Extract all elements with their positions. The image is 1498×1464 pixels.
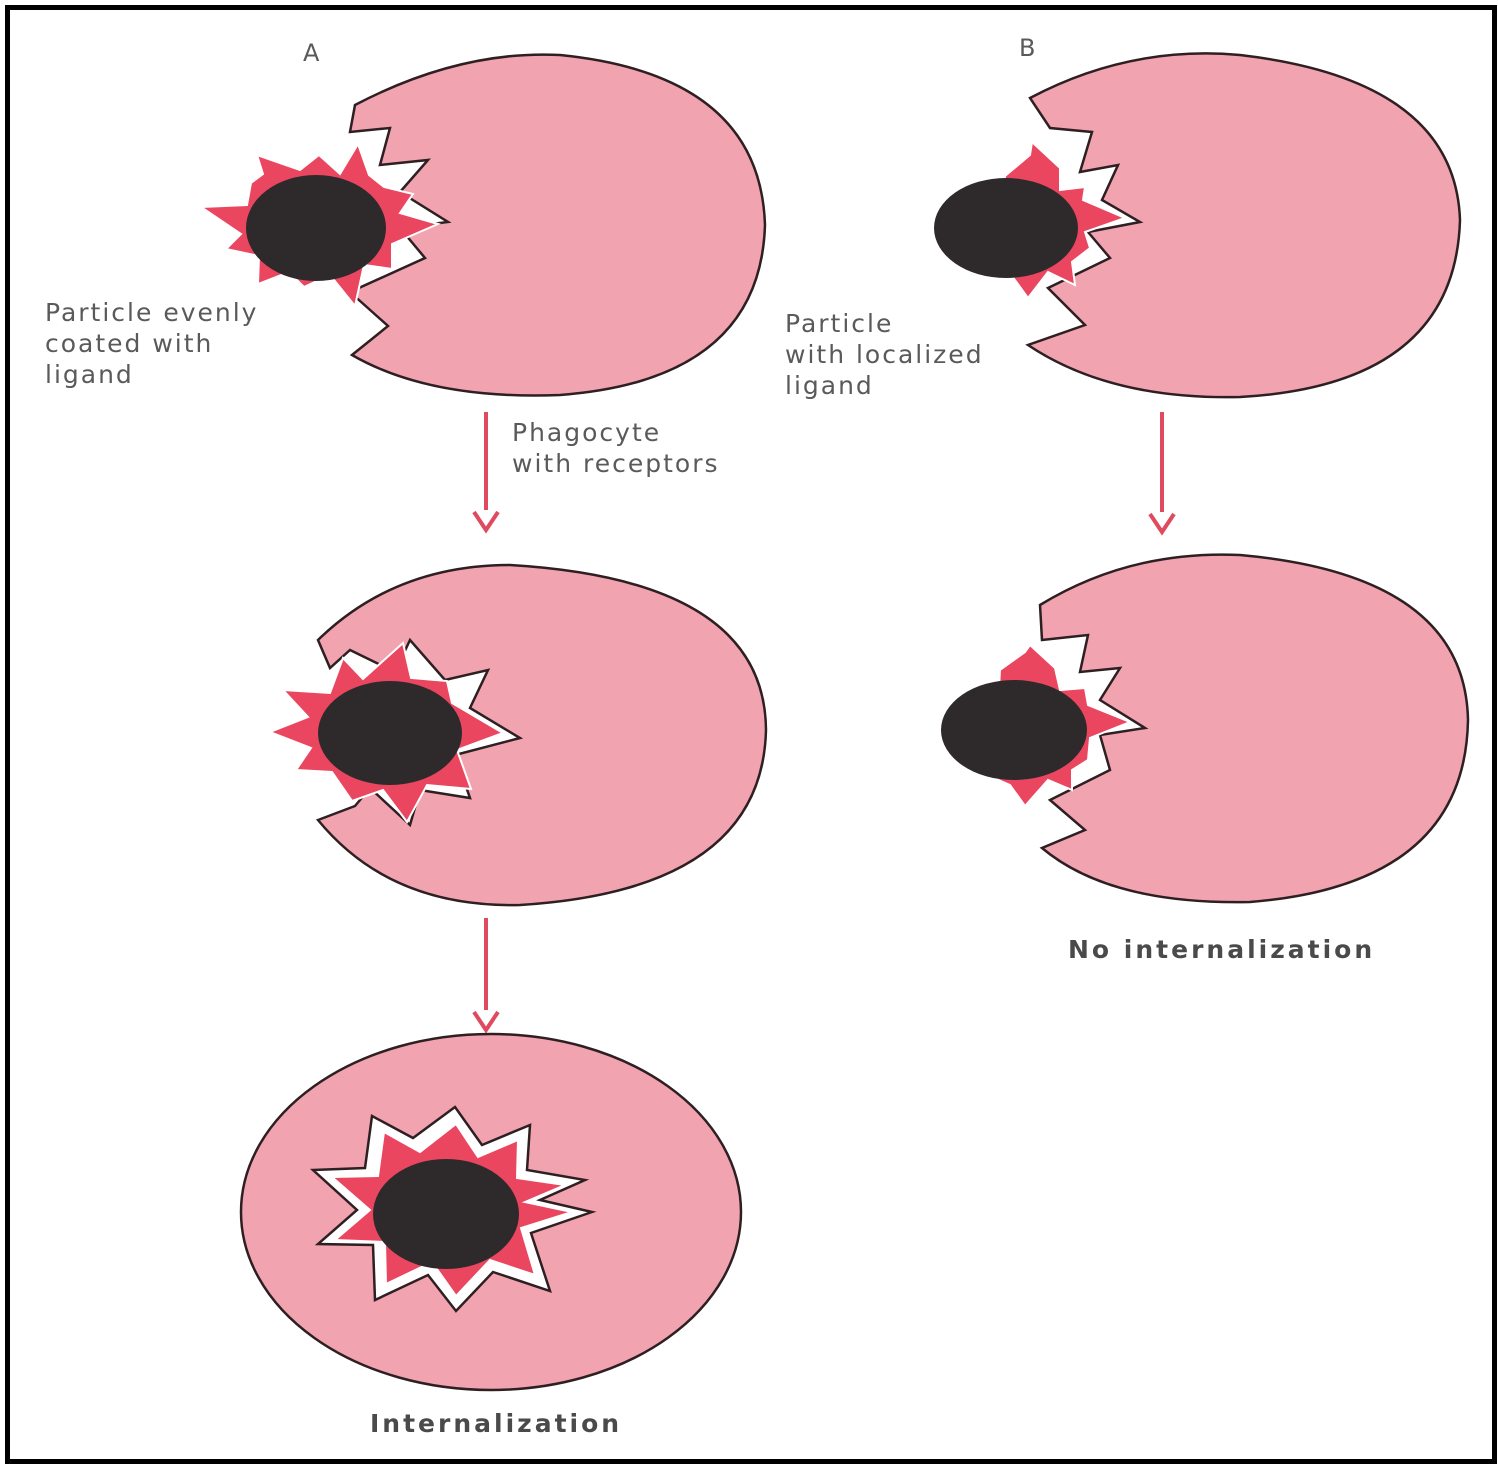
label-line: with receptors xyxy=(512,449,720,478)
phagocyte-cell xyxy=(347,53,767,397)
particle xyxy=(246,175,386,281)
no-internalization-caption: No internalization xyxy=(1068,935,1376,964)
label-line: Phagocyte xyxy=(512,418,662,447)
panel-a-letter: A xyxy=(303,39,322,67)
particle xyxy=(941,680,1087,780)
phagocyte-cell xyxy=(1025,52,1462,399)
panel-a-stage-2 xyxy=(267,563,768,907)
label-line: coated with xyxy=(45,329,214,358)
panel-b-stage-1 xyxy=(934,52,1462,399)
panel-a-stage-3 xyxy=(239,1032,743,1392)
label-line: Particle xyxy=(785,309,894,338)
particle-evenly-coated-label: Particle evenly coated with ligand xyxy=(45,297,258,390)
label-line: with localized xyxy=(785,340,984,369)
phagocyte-cell xyxy=(1038,553,1470,904)
particle-localized-label: Particle with localized ligand xyxy=(785,308,984,401)
panel-a-stage-1 xyxy=(197,53,767,397)
arrow-a-1 xyxy=(472,412,500,534)
particle xyxy=(934,178,1078,278)
panel-b-stage-2 xyxy=(941,553,1470,904)
phagocyte-label: Phagocyte with receptors xyxy=(512,417,720,479)
particle xyxy=(373,1159,519,1269)
label-line: ligand xyxy=(45,360,134,389)
panel-b-letter: B xyxy=(1019,34,1038,62)
internalization-caption: Internalization xyxy=(370,1409,623,1438)
arrow-a-2 xyxy=(472,918,500,1034)
label-line: Particle evenly xyxy=(45,298,259,327)
arrow-b-1 xyxy=(1148,412,1176,536)
label-line: ligand xyxy=(785,371,874,400)
phagocyte-cell xyxy=(315,563,768,907)
particle xyxy=(318,681,462,785)
